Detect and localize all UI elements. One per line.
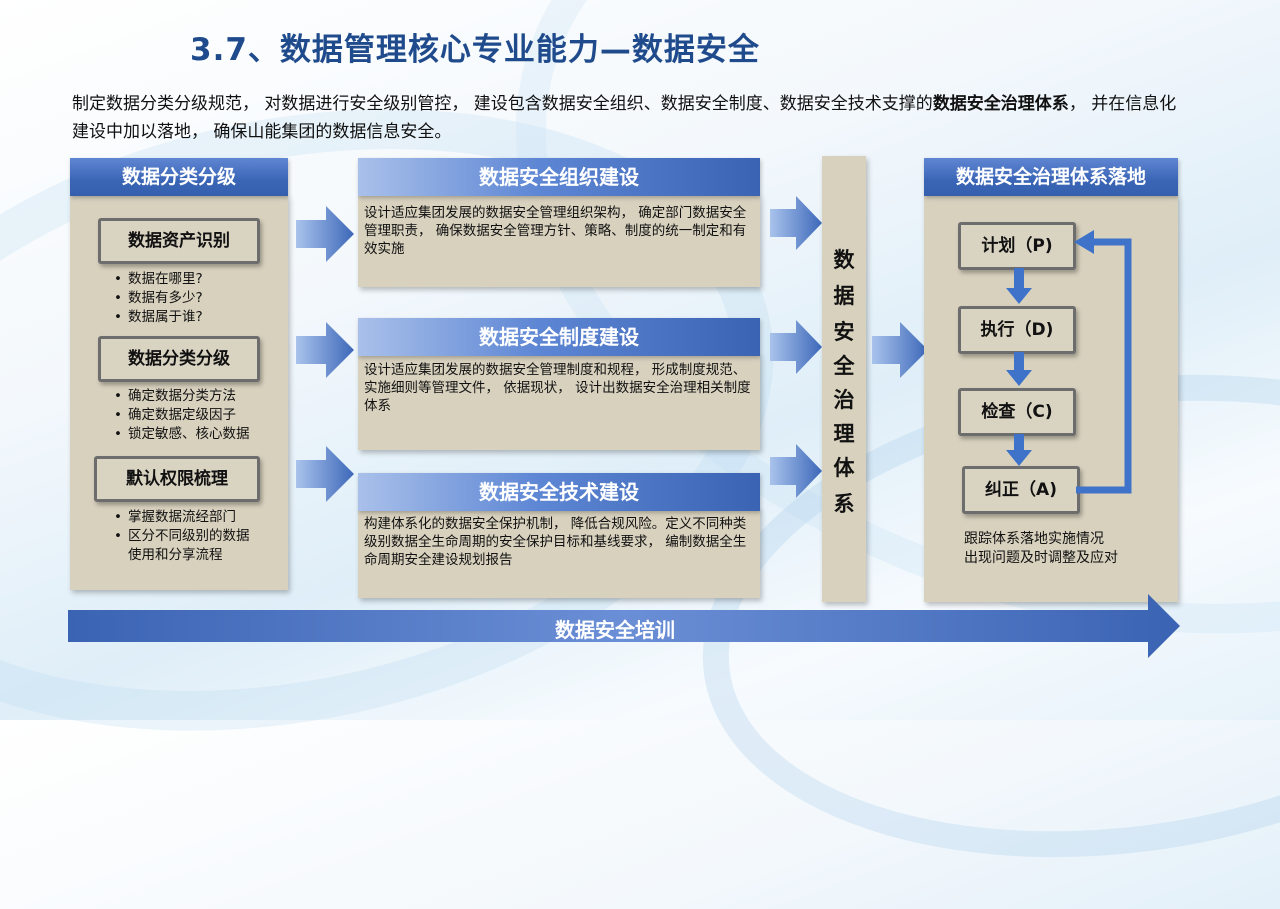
page-title: 3.7、数据管理核心专业能力—数据安全 (190, 32, 760, 68)
org-construction-panel (358, 195, 760, 287)
list-item: 数据属于谁? (110, 308, 280, 327)
asset-identify-box: 数据资产识别 (98, 218, 260, 264)
note-line: 出现问题及时调整及应对 (964, 550, 1118, 566)
list-item: 数据有多少? (110, 289, 280, 308)
cycle-arrows-icon (1006, 230, 1132, 494)
arrow-right-icon (296, 446, 354, 502)
governance-system-column: 数 据 安 全 治 理 体 系 (822, 156, 866, 602)
policy-construction-header: 数据安全制度建设 (358, 318, 760, 356)
training-label: 数据安全培训 (555, 618, 675, 642)
list-item: 锁定敏感、核心数据 (110, 425, 280, 444)
landing-header: 数据安全治理体系落地 (924, 158, 1178, 196)
list-item: 确定数据分类方法 (110, 387, 280, 406)
classify-grade-list: 确定数据分类方法 确定数据定级因子 锁定敏感、核心数据 (110, 387, 280, 444)
policy-construction-panel (358, 354, 760, 450)
column-char: 据 (833, 284, 855, 308)
org-construction-header: 数据安全组织建设 (358, 158, 760, 196)
list-item: 数据在哪里? (110, 270, 280, 289)
tech-construction-header: 数据安全技术建设 (358, 473, 760, 511)
column-char: 体 (833, 456, 855, 480)
classify-header: 数据分类分级 (70, 158, 288, 196)
arrow-right-icon (770, 320, 822, 374)
plan-step: 计划（P) (958, 222, 1076, 270)
arrow-right-icon (770, 444, 822, 498)
check-step: 检查（C) (958, 388, 1076, 436)
tech-construction-panel (358, 508, 760, 598)
training-arrow (68, 594, 1180, 658)
column-char: 安 (833, 320, 855, 344)
arrow-right-icon (872, 322, 928, 378)
list-item: 掌握数据流经部门 (110, 508, 262, 527)
arrow-right-icon (296, 206, 354, 262)
asset-identify-list: 数据在哪里? 数据有多少? 数据属于谁? (110, 270, 280, 327)
column-char: 系 (833, 492, 855, 516)
intro-text: 制定数据分类分级规范， 对数据进行安全级别管控， 建设包含数据安全组织、数据安全… (72, 94, 933, 114)
classify-grade-box: 数据分类分级 (98, 336, 260, 382)
do-step: 执行（D) (958, 306, 1076, 354)
arrow-right-icon (296, 322, 354, 378)
permission-review-list: 掌握数据流经部门 区分不同级别的数据使用和分享流程 (110, 508, 262, 565)
landing-note: 跟踪体系落地实施情况 出现问题及时调整及应对 (964, 530, 1164, 568)
intro-tail: ， 并在信息化建设中加以落地， 确保山能集团的数据信息安全。 (72, 94, 1177, 142)
intro-paragraph: 制定数据分类分级规范， 对数据进行安全级别管控， 建设包含数据安全组织、数据安全… (72, 90, 1192, 146)
list-item: 区分不同级别的数据使用和分享流程 (110, 527, 262, 565)
permission-review-box: 默认权限梳理 (94, 456, 260, 502)
column-char: 数 (833, 248, 855, 272)
act-step: 纠正（A) (962, 466, 1080, 514)
column-char: 理 (833, 422, 855, 446)
arrow-right-icon (770, 196, 822, 250)
note-line: 跟踪体系落地实施情况 (964, 531, 1104, 547)
policy-construction-desc: 设计适应集团发展的数据安全管理制度和规程， 形成制度规范、实施细则等管理文件， … (364, 362, 751, 414)
list-item: 确定数据定级因子 (110, 406, 280, 425)
column-char: 治 (833, 388, 855, 412)
intro-bold: 数据安全治理体系 (932, 94, 1069, 114)
org-construction-desc: 设计适应集团发展的数据安全管理组织架构， 确定部门数据安全管理职责， 确保数据安… (364, 205, 747, 257)
tech-construction-desc: 构建体系化的数据安全保护机制， 降低合规风险。定义不同种类级别数据全生命周期的安… (364, 516, 747, 568)
column-char: 全 (833, 354, 855, 378)
